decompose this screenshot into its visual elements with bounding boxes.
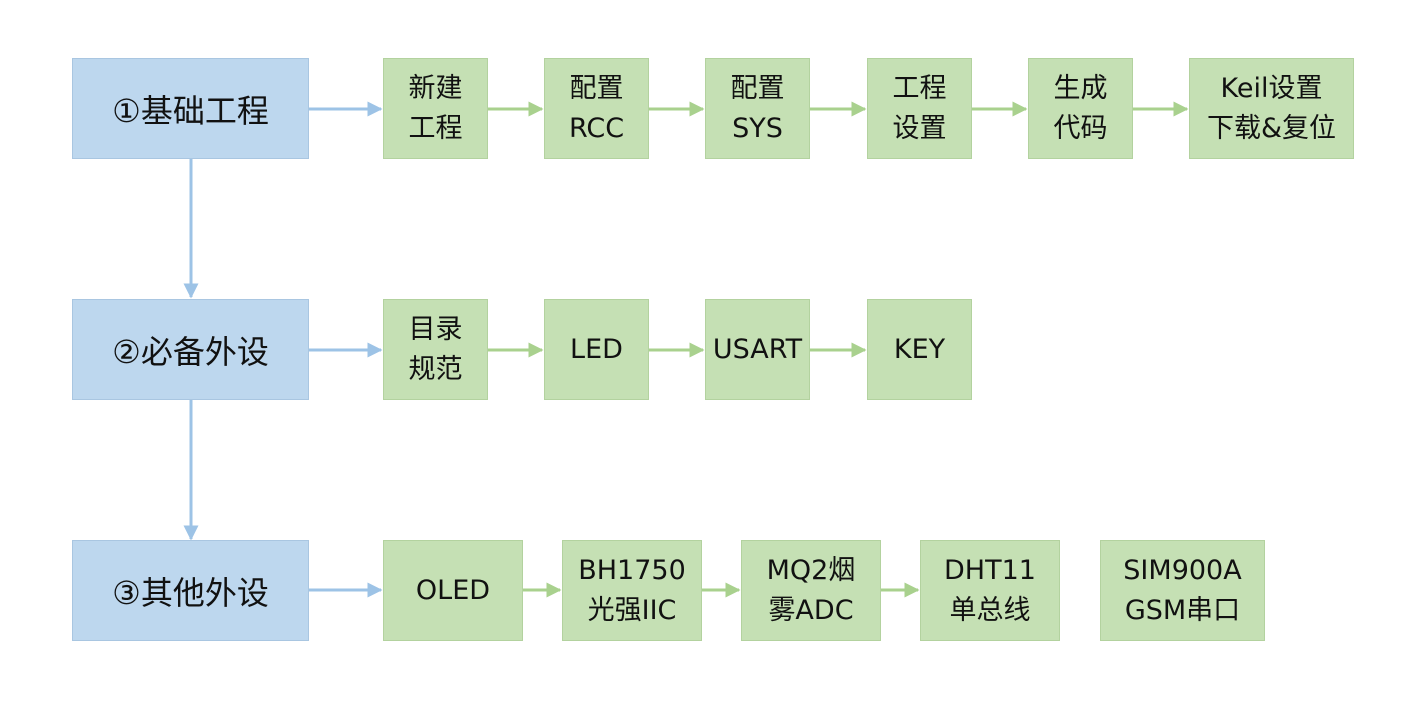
step-line: 单总线 (949, 594, 1031, 626)
step-line: 工程 (892, 72, 947, 104)
stage-basic-project: ①基础工程 (72, 58, 309, 159)
step-config-rcc: 配置 RCC (544, 58, 649, 159)
step-line: BH1750 (578, 554, 686, 586)
step-sim900a: SIM900A GSM串口 (1100, 540, 1265, 641)
stage-required-peripherals: ②必备外设 (72, 299, 309, 400)
step-line: SYS (732, 112, 783, 144)
step-line: SIM900A (1123, 554, 1242, 586)
step-mq2: MQ2烟 雾ADC (741, 540, 881, 641)
step-line: LED (570, 333, 623, 365)
step-oled: OLED (383, 540, 523, 641)
step-bh1750: BH1750 光强IIC (562, 540, 702, 641)
step-line: KEY (893, 333, 946, 365)
step-keil-settings: Keil设置 下载&复位 (1189, 58, 1354, 159)
step-line: Keil设置 (1220, 72, 1323, 104)
step-line: MQ2烟 (766, 554, 856, 586)
step-line: 配置 (730, 72, 785, 104)
stage-title: ③其他外设 (112, 573, 269, 612)
step-line: 雾ADC (768, 594, 854, 626)
step-line: 目录 (408, 313, 463, 345)
step-directory-spec: 目录 规范 (383, 299, 488, 400)
step-line: 生成 (1053, 72, 1108, 104)
step-line: 新建 (408, 72, 463, 104)
step-line: 配置 (569, 72, 624, 104)
stage-title: ①基础工程 (112, 91, 269, 130)
step-line: RCC (568, 112, 625, 144)
step-line: 下载&复位 (1206, 112, 1337, 144)
step-line: 光强IIC (587, 594, 677, 626)
step-line: DHT11 (944, 554, 1036, 586)
step-line: 工程 (408, 112, 463, 144)
step-line: GSM串口 (1124, 594, 1241, 626)
step-line: OLED (415, 574, 491, 606)
step-dht11: DHT11 单总线 (920, 540, 1060, 641)
step-project-settings: 工程 设置 (867, 58, 972, 159)
step-key: KEY (867, 299, 972, 400)
step-line: USART (712, 333, 803, 365)
stage-other-peripherals: ③其他外设 (72, 540, 309, 641)
step-config-sys: 配置 SYS (705, 58, 810, 159)
step-new-project: 新建 工程 (383, 58, 488, 159)
step-line: 规范 (408, 353, 463, 385)
step-line: 设置 (892, 112, 947, 144)
step-led: LED (544, 299, 649, 400)
step-line: 代码 (1053, 112, 1108, 144)
step-usart: USART (705, 299, 810, 400)
step-generate-code: 生成 代码 (1028, 58, 1133, 159)
stage-title: ②必备外设 (112, 332, 269, 371)
